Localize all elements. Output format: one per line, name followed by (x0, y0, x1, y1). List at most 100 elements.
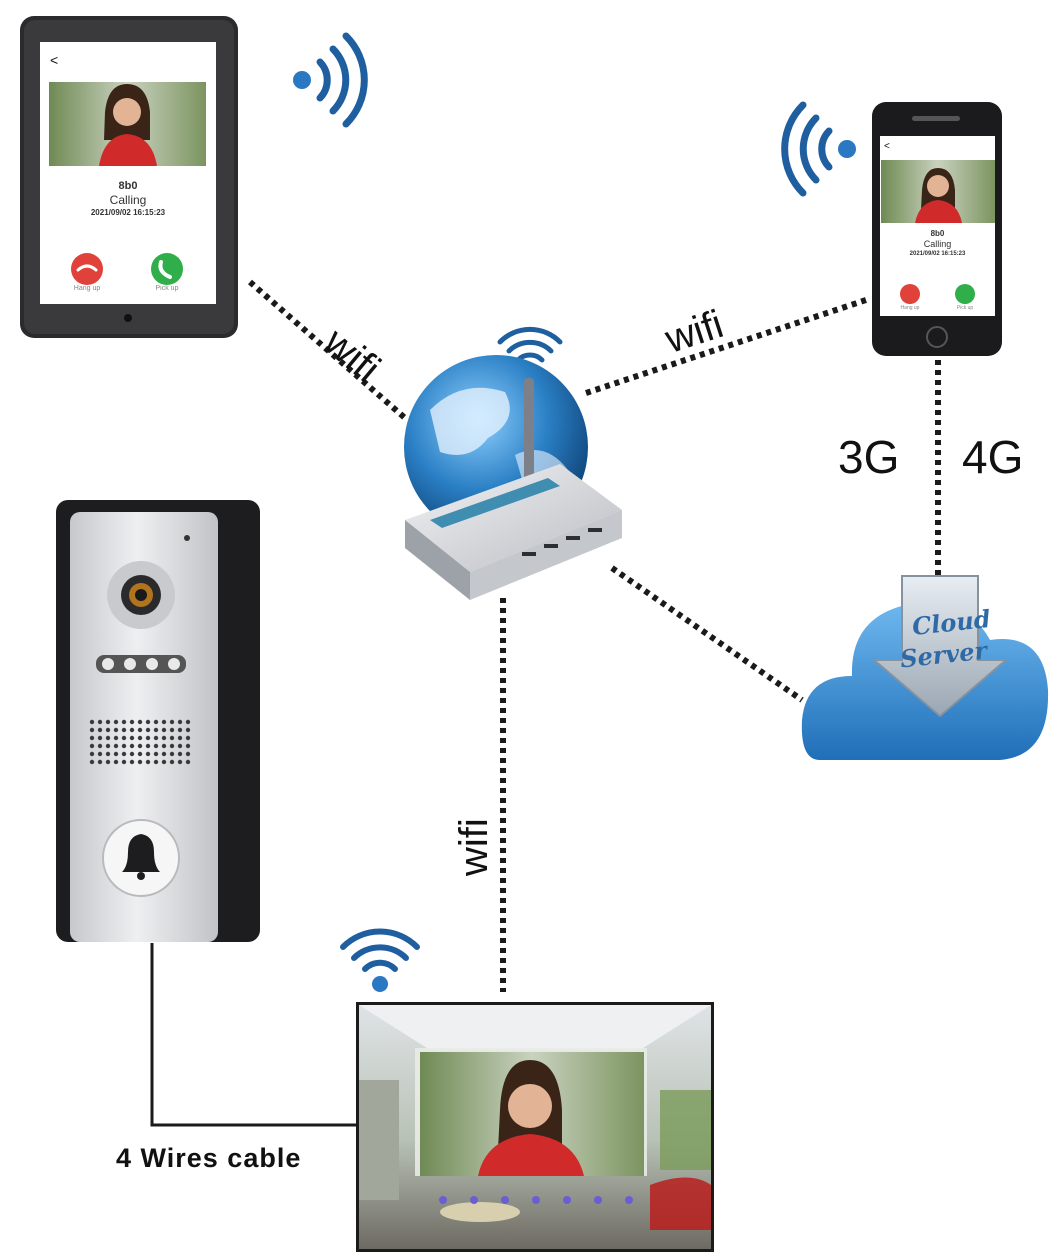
tablet-caller-name: 8b0 (118, 180, 138, 192)
speaker-hole (97, 719, 103, 725)
phone-pickup-icon[interactable] (955, 284, 975, 304)
phone-hangup-icon[interactable] (71, 253, 103, 285)
speaker-hole (113, 719, 119, 725)
speaker-hole (129, 719, 135, 725)
speaker-hole (169, 727, 175, 733)
wifi-label-monitor: wifi (452, 818, 496, 876)
tablet-back-button[interactable]: < (50, 52, 59, 68)
speaker-hole (121, 719, 127, 725)
speaker-hole (145, 759, 151, 765)
speaker-hole (89, 735, 95, 741)
smartphone-device (872, 102, 1002, 356)
speaker-hole (177, 719, 183, 725)
bell-icon[interactable] (102, 819, 180, 897)
speaker-hole (105, 743, 111, 749)
speaker-hole (105, 735, 111, 741)
tablet-call-status: Calling (109, 193, 147, 207)
phone-back-button[interactable]: < (884, 141, 890, 152)
cloud-server (801, 575, 1049, 760)
speaker-hole (161, 735, 167, 741)
speaker-hole (89, 719, 95, 725)
speaker-hole (185, 759, 191, 765)
tablet-timestamp: 2021/09/02 16:15:23 (90, 208, 166, 217)
speaker-hole (89, 727, 95, 733)
speaker-hole (185, 743, 191, 749)
wifi-link-tablet (248, 279, 407, 421)
speaker-hole (137, 735, 143, 741)
speaker-hole (137, 727, 143, 733)
speaker-hole (169, 735, 175, 741)
speaker-hole (153, 719, 159, 725)
speaker-hole (113, 735, 119, 741)
phone-caller-name: 8b0 (930, 229, 945, 238)
speaker-hole (161, 719, 167, 725)
speaker-hole (145, 743, 151, 749)
speaker-hole (129, 751, 135, 757)
speaker-hole (153, 751, 159, 757)
speaker-hole (113, 743, 119, 749)
speaker-hole (153, 759, 159, 765)
speaker-hole (105, 727, 111, 733)
speaker-hole (97, 735, 103, 741)
tablet-device (20, 16, 238, 338)
speaker-hole (105, 759, 111, 765)
speaker-hole (169, 759, 175, 765)
speaker-hole (105, 719, 111, 725)
speaker-hole (177, 759, 183, 765)
speaker-hole (129, 727, 135, 733)
speaker-hole (129, 743, 135, 749)
speaker-hole (153, 735, 159, 741)
speaker-grille (89, 719, 191, 765)
speaker-hole (113, 759, 119, 765)
speaker-hole (89, 743, 95, 749)
speaker-hole (121, 727, 127, 733)
router-globe (404, 355, 622, 600)
wifi-signal-icon (781, 101, 856, 197)
phone-hangup-icon[interactable] (900, 284, 920, 304)
speaker-hole (145, 751, 151, 757)
speaker-hole (153, 743, 159, 749)
speaker-hole (121, 751, 127, 757)
speaker-hole (137, 759, 143, 765)
wire-cable (150, 943, 357, 1127)
phone-pickup-icon[interactable] (151, 253, 183, 285)
speaker-hole (129, 735, 135, 741)
wifi-link-phone (585, 297, 867, 396)
speaker-hole (177, 735, 183, 741)
phone-timestamp: 2021/09/02 16:15:23 (909, 251, 966, 257)
speaker-hole (185, 751, 191, 757)
speaker-hole (185, 735, 191, 741)
tablet-hangup-label: Hang up (73, 285, 101, 292)
speaker-hole (145, 727, 151, 733)
speaker-hole (145, 735, 151, 741)
speaker-hole (137, 751, 143, 757)
speaker-hole (121, 735, 127, 741)
tablet-pickup-label: Pick up (155, 285, 179, 292)
speaker-hole (97, 727, 103, 733)
wifi-signal-icon (340, 928, 420, 992)
speaker-hole (121, 759, 127, 765)
indoor-monitor (356, 1002, 714, 1252)
speaker-hole (169, 719, 175, 725)
speaker-hole (105, 751, 111, 757)
speaker-hole (177, 743, 183, 749)
speaker-hole (185, 727, 191, 733)
label-4g: 4G (962, 431, 1024, 483)
speaker-hole (145, 719, 151, 725)
speaker-hole (137, 719, 143, 725)
speaker-hole (113, 727, 119, 733)
speaker-hole (129, 759, 135, 765)
speaker-hole (169, 751, 175, 757)
speaker-hole (169, 743, 175, 749)
speaker-hole (161, 751, 167, 757)
link-router-cloud (610, 565, 804, 703)
speaker-hole (89, 759, 95, 765)
cable-label: 4 Wires cable (116, 1143, 302, 1173)
camera-lens-icon (107, 561, 175, 629)
speaker-hole (177, 751, 183, 757)
speaker-hole (121, 743, 127, 749)
speaker-hole (97, 743, 103, 749)
speaker-hole (97, 751, 103, 757)
speaker-hole (89, 751, 95, 757)
